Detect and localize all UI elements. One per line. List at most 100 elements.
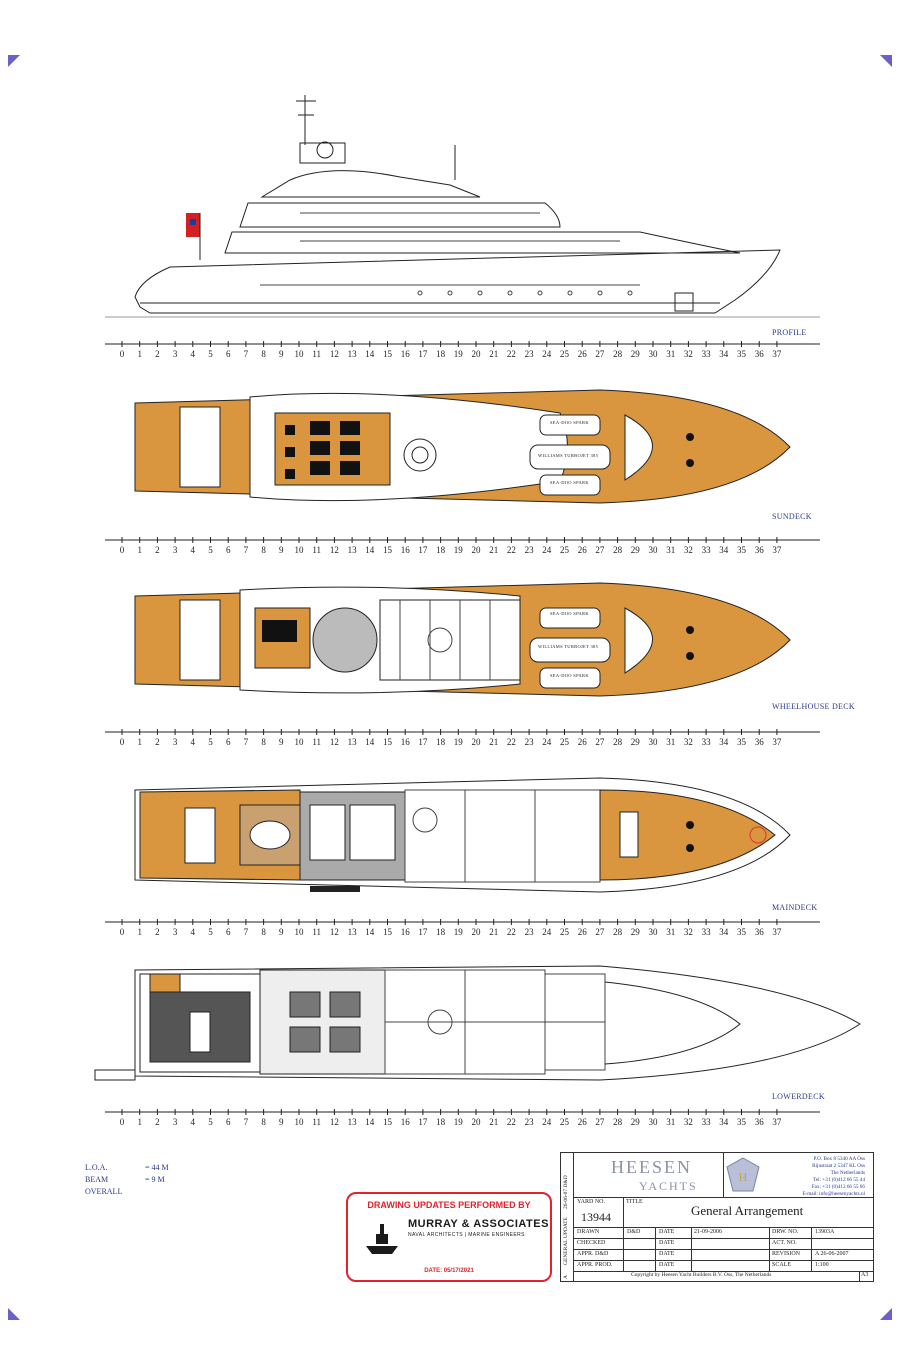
scale-tick-label: 2 (155, 545, 160, 555)
scale-tick-label: 9 (279, 545, 284, 555)
scale-tick-label: 20 (472, 545, 482, 555)
date-label: DATE (659, 1251, 675, 1257)
scale-tick-label: 6 (226, 349, 231, 359)
scale-tick-label: 18 (436, 737, 446, 747)
scale-tick-label: 19 (454, 349, 464, 359)
scale-tick-label: 17 (418, 1117, 428, 1127)
scale-tick-label: 24 (542, 349, 552, 359)
scale-tick-label: 20 (472, 737, 482, 747)
lowerdeck-drawing (94, 965, 861, 1081)
scale-tick-label: 17 (418, 737, 428, 747)
scale-tick-label: 8 (261, 737, 266, 747)
scale-tick-label: 26 (578, 737, 588, 747)
title-block: 26-06-07 D&D GENERAL UPDATE A HEESEN YAC… (560, 1152, 874, 1282)
heesen-logo: HEESEN YACHTS (573, 1153, 724, 1198)
drw-no: 13903A (815, 1229, 835, 1235)
scale-tick-label: 32 (684, 349, 693, 359)
scale-tick-label: 20 (472, 927, 482, 937)
scale-tick-label: 22 (507, 545, 516, 555)
scale-tick-label: 13 (348, 349, 358, 359)
scale-tick-label: 8 (261, 349, 266, 359)
scale-tick-label: 10 (295, 737, 305, 747)
scale-tick-label: 36 (755, 927, 765, 937)
loa-value: = 44 M (145, 1163, 169, 1172)
scale-tick-label: 27 (595, 545, 605, 555)
scale-tick-label: 32 (684, 737, 693, 747)
scale-tick-label: 21 (489, 737, 498, 747)
stamp-date: DATE: 05/17/2021 (424, 1268, 474, 1274)
scale-tick-label: 9 (279, 927, 284, 937)
scale-tick-label: 21 (489, 545, 498, 555)
scale-tick-label: 29 (631, 737, 641, 747)
scale-tick-label: 1 (137, 349, 142, 359)
scale-tick-label: 32 (684, 545, 693, 555)
revision-strip: 26-06-07 D&D GENERAL UPDATE A (561, 1153, 574, 1281)
scale-tick-label: 33 (702, 1117, 712, 1127)
revision-strip-date: 26-06-07 D&D (563, 1175, 569, 1209)
scale-tick-label: 16 (401, 737, 411, 747)
scale-tick-label: 0 (120, 1117, 125, 1127)
principal-dimensions: L.O.A.= 44 M BEAM OVERALL= 9 M (85, 1162, 169, 1198)
tender-label: SEA-DOO SPARK (550, 673, 589, 678)
scale-tick-label: 8 (261, 927, 266, 937)
date-label: DATE (659, 1240, 675, 1246)
address-block: P.O. Box 8 5340 AA Oss Rijnstraat 2 5347… (765, 1156, 865, 1198)
scale-tick-label: 19 (454, 737, 464, 747)
scale-tick-label: 1 (137, 737, 142, 747)
scale-tick-label: 27 (595, 737, 605, 747)
scale-tick-label: 19 (454, 927, 464, 937)
scale-tick-label: 17 (418, 349, 428, 359)
scale-tick-label: 18 (436, 545, 446, 555)
scale-tick-label: 5 (208, 927, 213, 937)
appr-dd-label: APPR. D&D (577, 1251, 609, 1257)
scale-tick-label: 28 (613, 927, 623, 937)
revision-letter: A (563, 1275, 569, 1279)
act-no-label: ACT. NO. (772, 1240, 797, 1246)
deck-label-sundeck: SUNDECK (772, 512, 812, 521)
beam-label: BEAM OVERALL (85, 1175, 123, 1196)
yard-no-label: YARD NO. (577, 1199, 606, 1205)
wheelhouse-drawing (134, 582, 791, 697)
scale-tick-label: 6 (226, 737, 231, 747)
scale-tick-label: 29 (631, 349, 641, 359)
scale-tick-label: 6 (226, 927, 231, 937)
scale-tick-label: 11 (312, 1117, 321, 1127)
scale-tick-label: 12 (330, 927, 339, 937)
scale-tick-label: 9 (279, 349, 284, 359)
sheet-size: A3 (861, 1272, 869, 1278)
drw-no-label: DRW. NO. (772, 1229, 799, 1235)
corner-marker (8, 1308, 20, 1320)
scale-tick-label: 7 (244, 349, 249, 359)
brand-sub: YACHTS (639, 1179, 698, 1193)
scale-tick-label: 16 (401, 927, 411, 937)
loa-label: L.O.A. (85, 1163, 108, 1172)
scale-tick-label: 30 (649, 1117, 659, 1127)
tender-label: SEA-DOO SPARK (550, 480, 589, 485)
scale-tick-label: 4 (191, 927, 196, 937)
scale-tick-label: 26 (578, 349, 588, 359)
scale-label: SCALE (772, 1262, 792, 1268)
scale-tick-label: 5 (208, 1117, 213, 1127)
scale-tick-label: 36 (755, 545, 765, 555)
scale-tick-label: 25 (560, 1117, 570, 1127)
scale-tick-label: 35 (737, 1117, 747, 1127)
update-stamp: DRAWING UPDATES PERFORMED BY MURRAY & AS… (346, 1192, 552, 1282)
scale-tick-label: 34 (719, 737, 729, 747)
corner-marker (8, 55, 20, 67)
scale-tick-label: 3 (173, 545, 178, 555)
stamp-subtitle: NAVAL ARCHITECTS | MARINE ENGINEERS (408, 1232, 525, 1238)
scale-tick-label: 27 (595, 927, 605, 937)
scale-tick-label: 32 (684, 927, 693, 937)
stamp-firm: MURRAY & ASSOCIATES (408, 1218, 549, 1230)
scale-tick-label: 6 (226, 545, 231, 555)
drawn-value: D&D (627, 1229, 641, 1235)
scale-tick-label: 5 (208, 737, 213, 747)
scale-tick-label: 24 (542, 1117, 552, 1127)
scale-tick-label: 23 (525, 927, 535, 937)
scale-tick-label: 15 (383, 737, 393, 747)
scale-tick-label: 16 (401, 1117, 411, 1127)
